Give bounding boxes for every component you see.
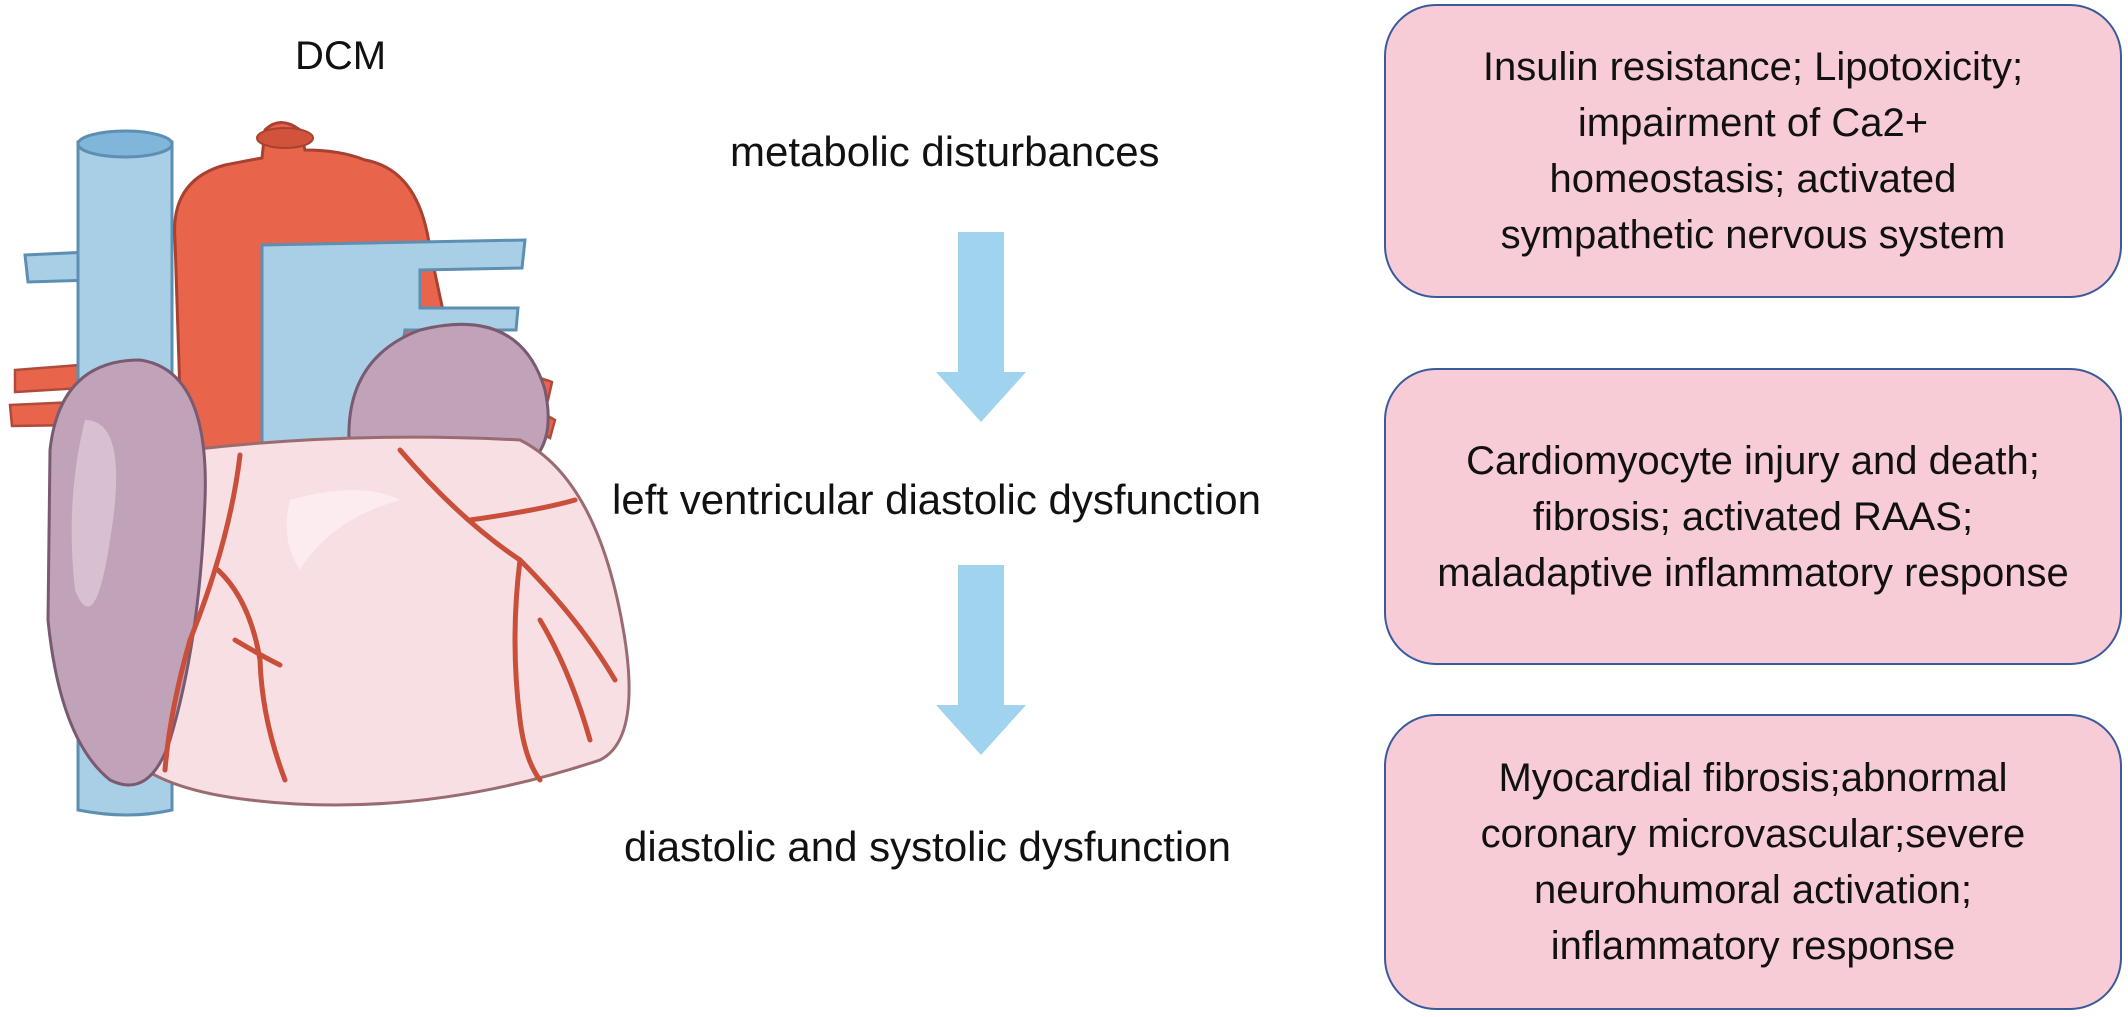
vena-cava-opening [76,129,174,159]
mechanism-line: Cardiomyocyte injury and death; [1466,438,2040,483]
ventricle-highlight [286,490,400,570]
mechanism-line: fibrosis; activated RAAS; [1532,494,1974,539]
coronary-branch-c [467,497,578,523]
mechanism-line: neurohumoral activation; [1533,868,1972,912]
mechanism-box-systolic: Myocardial fibrosis;abnormal coronary mi… [1384,714,2122,1010]
mechanism-box-metabolic: Insulin resistance; Lipotoxicity; impair… [1384,4,2122,298]
stage-diastolic-systolic-dysfunction: diastolic and systolic dysfunction [624,823,1231,870]
down-arrow-icon [936,232,1026,422]
diagram-title: DCM [295,34,387,78]
mechanism-line: inflammatory response [1550,924,1956,968]
stage-metabolic-disturbances: metabolic disturbances [730,128,1160,175]
mechanism-text: Myocardial fibrosis;abnormal coronary mi… [1475,750,2032,974]
mechanism-text: Insulin resistance; Lipotoxicity; impair… [1477,39,2029,263]
right-atrium-highlight [71,420,117,607]
coronary-branch-e [537,617,593,743]
aorta-opening [256,127,314,149]
coronary-branch-a [215,567,288,783]
stage-lv-diastolic-dysfunction: left ventricular diastolic dysfunction [612,476,1261,523]
coronary-branch-d [512,557,543,783]
down-arrow-icon [936,565,1026,755]
mechanism-box-diastolic: Cardiomyocyte injury and death; fibrosis… [1384,368,2122,665]
mechanism-line: maladaptive inflammatory response [1437,550,2069,595]
heart-illustration [8,121,631,817]
mechanism-line: sympathetic nervous system [1500,213,2006,257]
coronary-artery-left [162,452,243,773]
mechanism-line: Myocardial fibrosis;abnormal [1498,756,2008,800]
mechanism-line: homeostasis; activated [1549,157,1957,201]
mechanism-line: Insulin resistance; Lipotoxicity; [1482,45,2024,89]
mechanism-text: Cardiomyocyte injury and death; fibrosis… [1431,433,2074,601]
mechanism-line: coronary microvascular;severe [1480,812,2026,856]
mechanism-line: impairment of Ca2+ [1577,101,1929,145]
coronary-branch-b [232,637,283,668]
